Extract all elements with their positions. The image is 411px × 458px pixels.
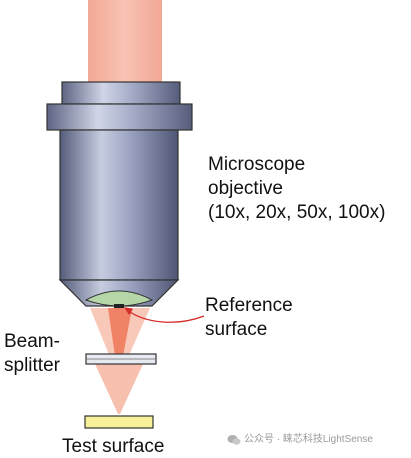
test-surface-label: Test surface — [62, 436, 165, 457]
objective-label-line1: Microscope — [208, 154, 306, 175]
beam-cone-lower — [95, 364, 143, 414]
beamsplitter-label-line2: splitter — [4, 355, 60, 376]
reference-surface — [114, 304, 124, 308]
objective-collar — [46, 103, 193, 131]
reference-label-line1: Reference — [205, 295, 293, 316]
incoming-beam — [88, 0, 162, 88]
beamsplitter-label-line1: Beam- — [4, 331, 60, 352]
test-surface — [84, 415, 154, 429]
objective-label-line3: (10x, 20x, 50x, 100x) — [208, 202, 386, 223]
objective-cap — [61, 81, 181, 105]
annotation-arrowhead — [124, 307, 133, 315]
objective-label-line2: objective — [208, 178, 283, 199]
beam-cone-inner — [108, 308, 132, 356]
objective-body — [59, 129, 179, 281]
wechat-icon — [227, 435, 241, 445]
reference-label-line2: surface — [205, 319, 268, 340]
objective-lens — [84, 290, 154, 307]
annotation-arrow — [126, 309, 205, 323]
watermark-text: 公众号 · 睐芯科技LightSense — [244, 434, 373, 445]
